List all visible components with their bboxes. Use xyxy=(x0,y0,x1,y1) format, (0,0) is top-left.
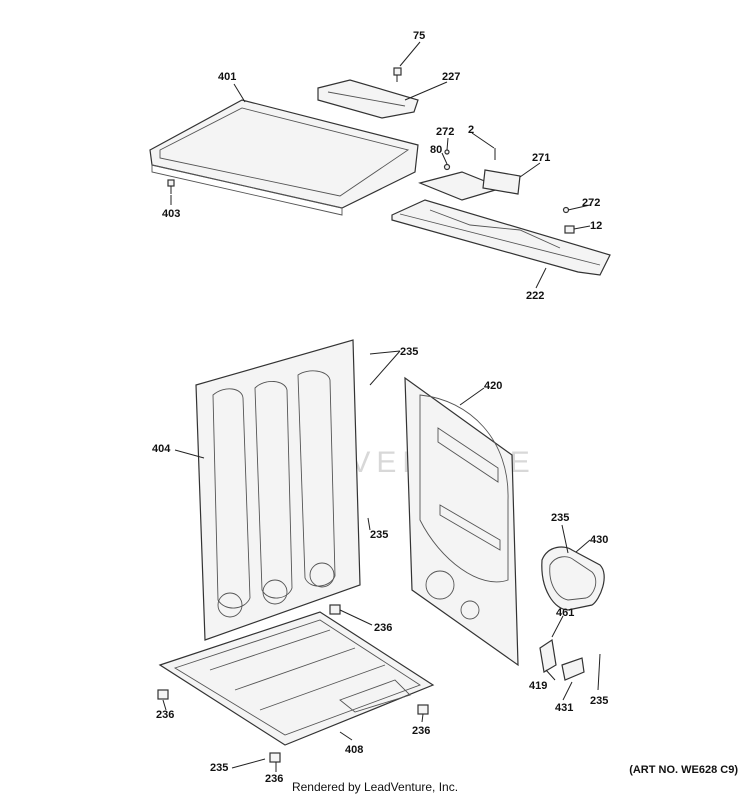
part-408-base xyxy=(158,611,435,746)
part-222-crossmember xyxy=(391,199,611,276)
callout-80: 80 xyxy=(430,144,442,156)
art-number: (ART NO. WE628 C9) xyxy=(629,764,738,776)
part-271-plate xyxy=(418,169,521,201)
part-80-screw xyxy=(443,163,451,171)
leader-lines xyxy=(162,41,601,772)
part-227-bracket xyxy=(317,79,419,119)
callout-430: 430 xyxy=(590,534,608,546)
callout-235-d: 235 xyxy=(590,695,608,707)
callout-235-b: 235 xyxy=(370,529,388,541)
callout-272-a: 272 xyxy=(436,126,454,138)
callout-271: 271 xyxy=(532,152,550,164)
part-431-bracket xyxy=(561,657,585,681)
callout-401: 401 xyxy=(218,71,236,83)
callout-419: 419 xyxy=(529,680,547,692)
callout-222: 222 xyxy=(526,290,544,302)
callout-403: 403 xyxy=(162,208,180,220)
callout-236-b: 236 xyxy=(156,709,174,721)
part-272-screw-b xyxy=(562,206,570,214)
callout-2: 2 xyxy=(468,124,474,136)
callout-408: 408 xyxy=(345,744,363,756)
part-401-top-panel xyxy=(149,99,419,216)
callout-227: 227 xyxy=(442,71,460,83)
part-236-foot-b xyxy=(157,689,169,700)
callout-235-e: 235 xyxy=(210,762,228,774)
part-403-screw xyxy=(167,179,175,194)
callout-461: 461 xyxy=(556,607,574,619)
part-419-bracket xyxy=(539,638,557,673)
part-404-side-panel xyxy=(195,339,361,641)
callout-404: 404 xyxy=(152,443,171,455)
callout-236-d: 236 xyxy=(265,773,283,785)
callout-235-c: 235 xyxy=(551,512,569,524)
part-272-screw-a xyxy=(444,149,450,155)
part-236-foot-c xyxy=(417,704,429,715)
callout-272-b: 272 xyxy=(582,197,600,209)
callout-75: 75 xyxy=(413,30,425,42)
footer-credit: Rendered by LeadVenture, Inc. xyxy=(291,780,459,794)
callout-420: 420 xyxy=(484,380,502,392)
part-236-foot-d xyxy=(269,752,281,763)
callout-12: 12 xyxy=(590,220,602,232)
callout-431: 431 xyxy=(555,702,573,714)
callout-235-a: 235 xyxy=(400,346,418,358)
callout-236-c: 236 xyxy=(412,725,430,737)
part-430-vent-cover xyxy=(541,546,605,611)
part-12-clip xyxy=(564,225,575,234)
part-236-foot-a xyxy=(329,604,341,615)
part-75-screw xyxy=(393,67,402,82)
part-420-rear-panel xyxy=(404,376,519,667)
callout-236-a: 236 xyxy=(374,622,392,634)
